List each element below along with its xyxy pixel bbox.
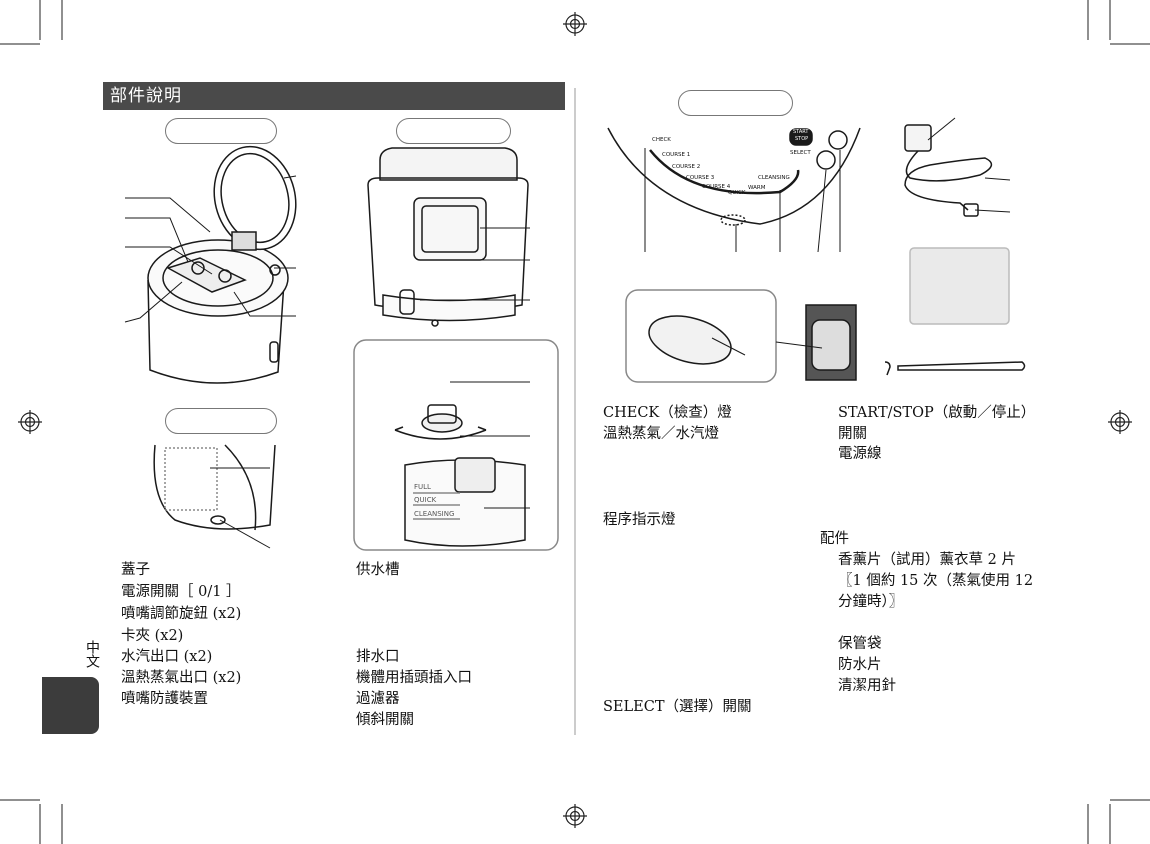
caption-tab-control-panel (678, 90, 793, 116)
part-accessories: 配件 (820, 531, 849, 547)
language-side-tab (42, 677, 99, 734)
part-steam-outlet: 溫熱蒸氣出口 (x2) (121, 670, 242, 686)
water-tank-illustration (404, 457, 526, 547)
panel-label-warm: WARM (748, 185, 766, 191)
part-aroma-pad: 香薰片（試用）薰衣草 2 片 (838, 552, 1016, 568)
nozzle-detail-frame (353, 339, 559, 551)
part-switch: 開關 (838, 426, 867, 442)
caption-tab-bottom-view (165, 408, 277, 434)
part-tilt-switch: 傾斜開關 (356, 712, 414, 728)
caption-tab-top-view (165, 118, 277, 144)
power-cord-illustration (904, 124, 993, 217)
leader-lines (124, 117, 1011, 549)
caption-tab-back-view (396, 118, 511, 144)
part-drain: 排水口 (356, 649, 400, 665)
tank-label-full: FULL (414, 483, 431, 491)
part-course-lamp: 程序指示燈 (603, 512, 676, 528)
panel-label-quick: QUICK (728, 190, 746, 196)
part-aroma-note-1: 〖1 個約 15 次（蒸氣使用 12 (838, 573, 1034, 589)
panel-label-course-4: COURSE 4 (702, 184, 731, 190)
registration-mark-right (1108, 410, 1132, 434)
part-plug-inlet: 機體用插頭插入口 (356, 670, 472, 686)
steamer-back-illustration (367, 147, 529, 327)
panel-label-stop: STOP (795, 136, 809, 142)
section-title: 部件說明 (110, 86, 182, 106)
cleaning-needle-illustration (897, 361, 1026, 371)
part-power-switch: 電源開關［ 0/1 ］ (121, 584, 241, 600)
part-cleaning-needle: 清潔用針 (838, 678, 896, 694)
nozzle-knob-illustration (394, 404, 487, 440)
part-lid: 蓋子 (121, 562, 150, 578)
part-clip: 卡夾 (x2) (121, 628, 184, 644)
steamer-bottom-illustration (153, 444, 276, 531)
tank-label-quick: QUICK (414, 496, 437, 504)
part-select-switch: SELECT（選擇）開關 (603, 699, 752, 715)
panel-label-cleansing: CLEANSING (758, 175, 790, 181)
part-start-stop: START/STOP（啟動／停止） (838, 405, 1036, 421)
part-nozzle-guard: 噴嘴防護裝置 (121, 691, 208, 707)
tank-label-cleansing: CLEANSING (414, 510, 455, 518)
registration-mark-bottom (563, 804, 587, 828)
aroma-pad-detail-frame (625, 289, 777, 383)
part-warm-lamp: 溫熱蒸氣／水汽燈 (603, 426, 719, 442)
section-header-bar (103, 82, 565, 110)
part-check-lamp: CHECK（檢查）燈 (603, 405, 732, 421)
part-power-cord: 電源線 (838, 446, 882, 462)
part-aroma-note-2: 分鐘時）〗 (838, 594, 904, 610)
steamer-open-lid-illustration (147, 145, 297, 384)
registration-mark-left (18, 410, 42, 434)
part-filter: 過濾器 (356, 691, 400, 707)
part-water-tank: 供水槽 (356, 562, 400, 578)
part-nozzle-knob: 噴嘴調節旋鈕 (x2) (121, 606, 242, 622)
panel-label-check: CHECK (652, 137, 671, 143)
storage-pouch-illustration (909, 247, 1010, 325)
control-panel-illustration (607, 127, 861, 226)
aroma-pad-illustration (648, 315, 732, 365)
panel-label-course-1: COURSE 1 (662, 152, 691, 158)
panel-label-start: START (793, 129, 809, 135)
panel-label-course-2: COURSE 2 (672, 164, 701, 170)
part-waterproof-sheet: 防水片 (838, 657, 882, 673)
language-label: 中文 (84, 640, 100, 668)
panel-label-select: SELECT (790, 150, 811, 156)
part-storage-pouch: 保管袋 (838, 636, 882, 652)
registration-mark-top (563, 12, 587, 36)
panel-label-course-3: COURSE 3 (686, 175, 715, 181)
part-vapor-outlet: 水汽出口 (x2) (121, 649, 213, 665)
